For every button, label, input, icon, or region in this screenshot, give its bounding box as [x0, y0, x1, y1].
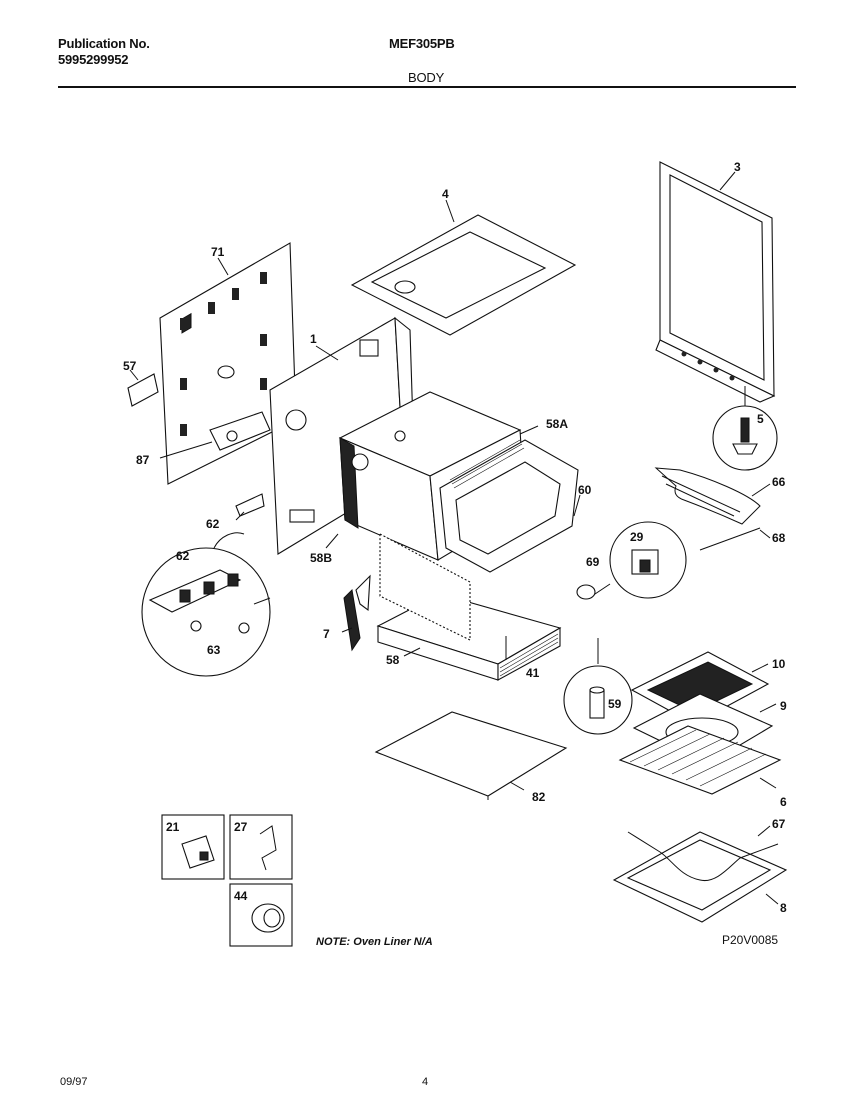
callout-71: 71: [211, 245, 225, 259]
inset-box-44: [229, 883, 293, 947]
callout-67: 67: [772, 817, 786, 831]
oven-liner-note: NOTE: Oven Liner N/A: [316, 936, 433, 948]
callout-69: 69: [586, 555, 600, 569]
callout-10: 10: [772, 657, 786, 671]
callout-1: 1: [310, 332, 317, 346]
callout-5: 5: [757, 412, 764, 426]
callout-44: 44: [234, 889, 248, 903]
part-bottom-insulation: [376, 533, 562, 681]
callout-87: 87: [136, 453, 150, 467]
part-lamp-circle: [591, 521, 687, 599]
part-terminal-block-detail: [141, 493, 271, 677]
callout-27: 27: [234, 820, 248, 834]
part-sensor-68: [699, 527, 771, 551]
leader-71: [217, 257, 229, 276]
part-bracket-57: [127, 369, 159, 407]
callout-57: 57: [123, 359, 137, 373]
part-door-frame: [655, 161, 776, 403]
callout-58b: 58B: [310, 551, 332, 565]
part-gasket-69: [576, 584, 596, 600]
callout-6: 6: [780, 795, 787, 809]
part-grommet-59: [563, 638, 633, 735]
callout-58a: 58A: [546, 417, 568, 431]
callout-66: 66: [772, 475, 786, 489]
footer-page-number: 4: [422, 1076, 429, 1088]
inset-box-21: [161, 814, 225, 880]
part-broil-element-assembly: [612, 825, 788, 923]
leader-58B: [325, 533, 339, 549]
part-door-hinge: [341, 574, 371, 652]
drawing-code: P20V0085: [722, 933, 778, 947]
publication-number: 5995299952: [58, 52, 129, 67]
part-cooktop-frame: [350, 199, 577, 336]
callout-62-b: 62: [176, 549, 190, 563]
callout-7: 7: [323, 627, 330, 641]
callout-62-a: 62: [206, 517, 220, 531]
inset-box-27: [229, 814, 293, 880]
callout-60: 60: [578, 483, 592, 497]
callout-9: 9: [780, 699, 787, 713]
header-rule: [58, 86, 796, 88]
callout-63: 63: [207, 643, 221, 657]
part-bottom-panel: [374, 711, 568, 800]
callout-21: 21: [166, 820, 180, 834]
leader-60: [573, 494, 581, 517]
callout-3: 3: [734, 160, 741, 174]
callout-29: 29: [630, 530, 644, 544]
part-oven-body: [338, 391, 579, 573]
model-number: MEF305PB: [389, 36, 455, 51]
section-title: BODY: [408, 70, 445, 85]
part-leveling-leg: [712, 386, 778, 471]
part-oven-rack: [618, 725, 782, 795]
callout-4: 4: [442, 187, 449, 201]
footer-date: 09/97: [60, 1076, 88, 1088]
callout-59: 59: [608, 697, 622, 711]
publication-label: Publication No.: [58, 36, 150, 51]
callout-58: 58: [386, 653, 400, 667]
callout-68: 68: [772, 531, 786, 545]
part-bracket-87: [159, 411, 271, 459]
callout-41: 41: [526, 666, 540, 680]
part-bake-element: [654, 467, 771, 525]
callout-82: 82: [532, 790, 546, 804]
callout-8: 8: [780, 901, 787, 915]
